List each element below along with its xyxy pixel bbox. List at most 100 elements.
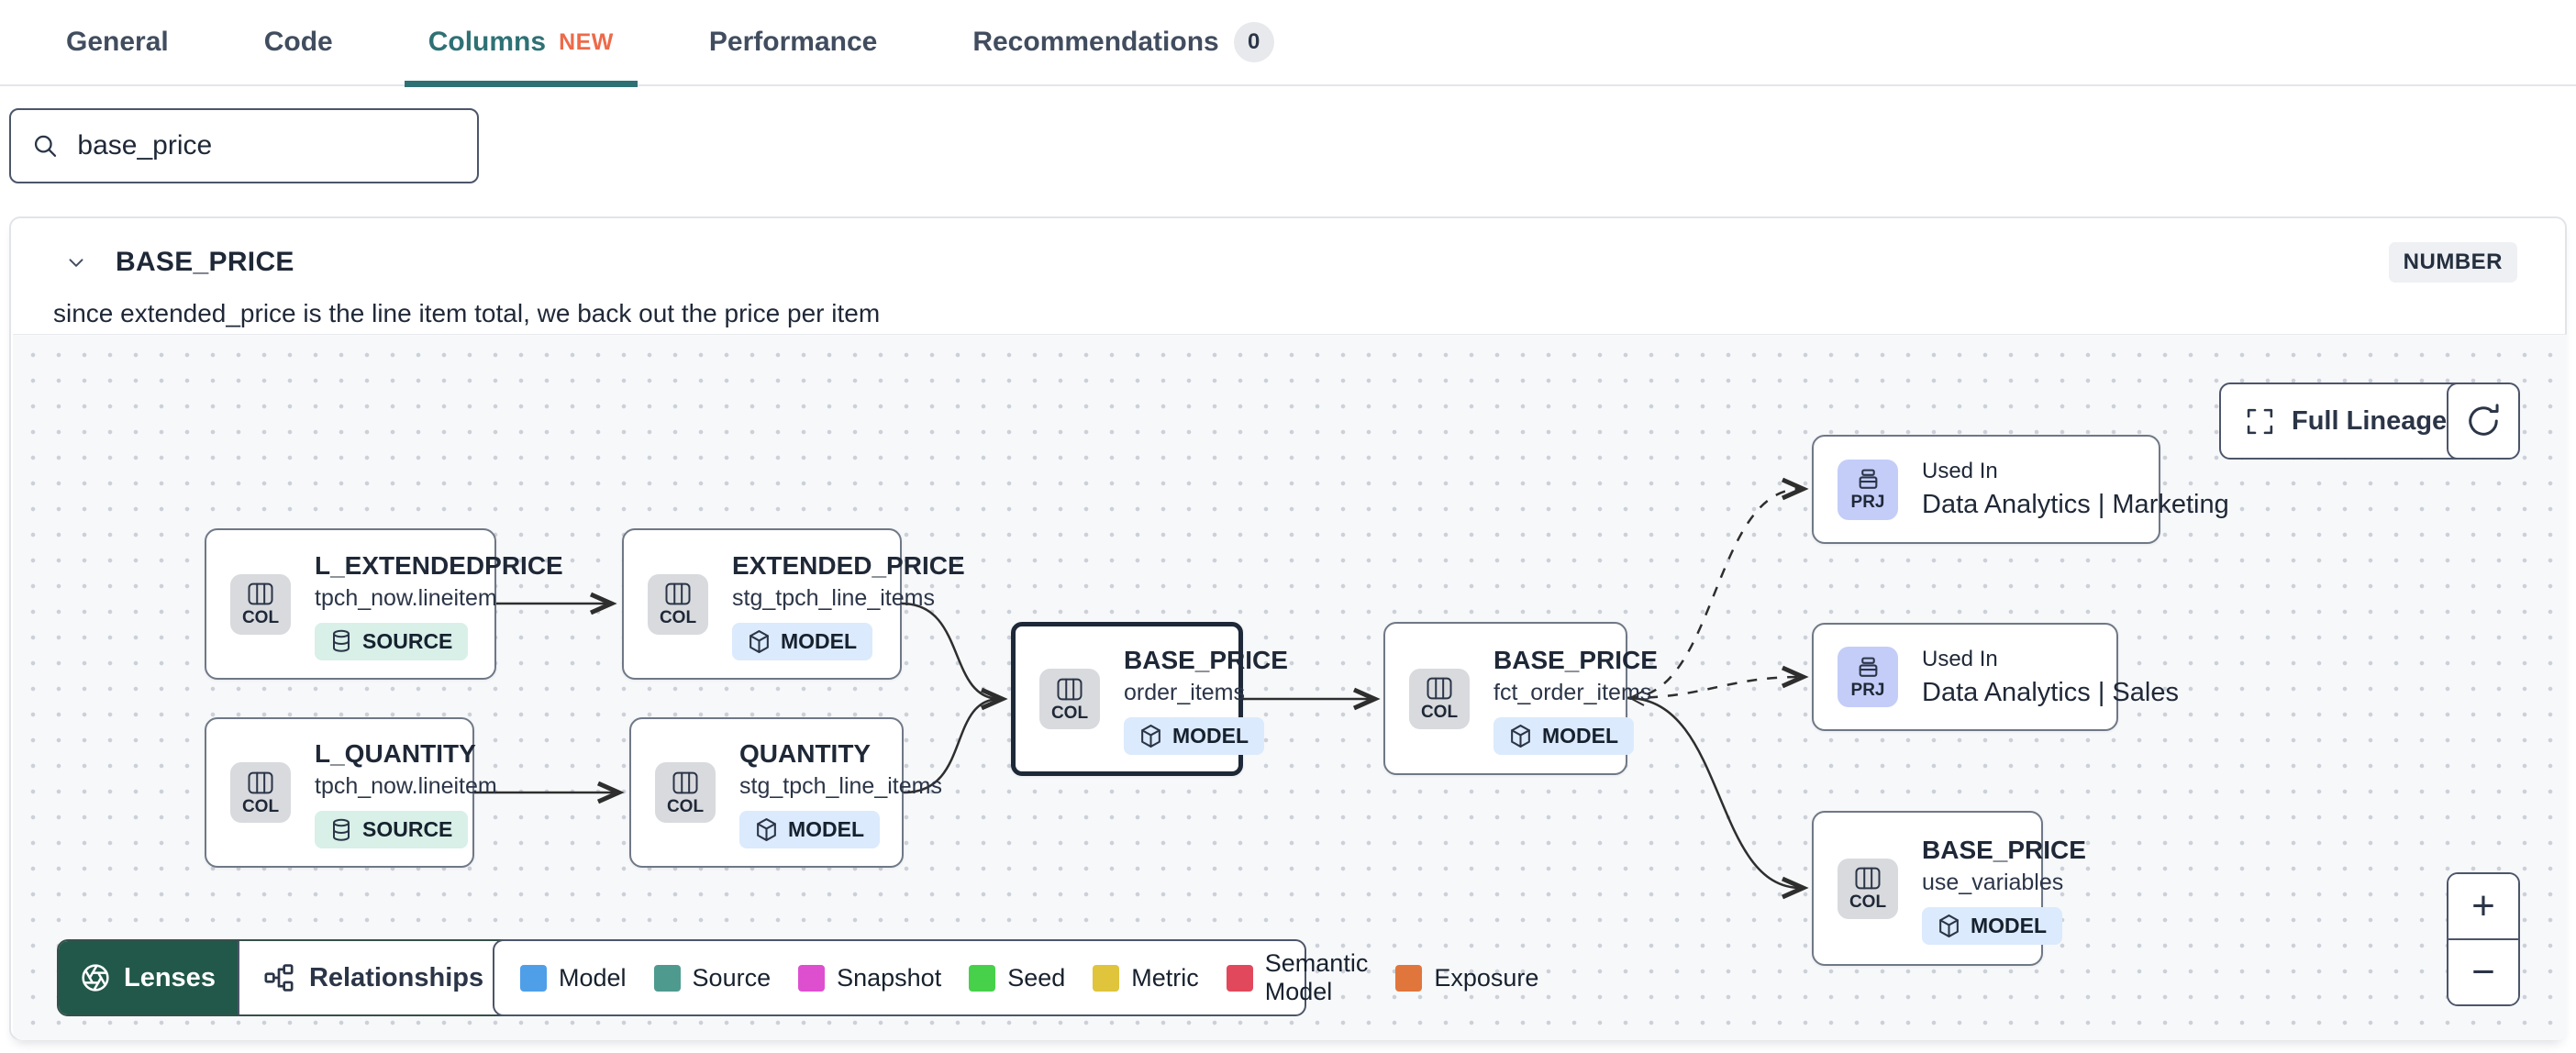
source-badge: SOURCE xyxy=(315,811,469,848)
chevron-down-icon[interactable] xyxy=(64,250,88,274)
tab-general[interactable]: General xyxy=(42,0,193,85)
source-badge: SOURCE xyxy=(315,622,469,660)
legend-item-semantic-model: Semantic Model xyxy=(1226,949,1368,1006)
column-card: BASE_PRICE NUMBER since extended_price i… xyxy=(9,216,2567,1040)
project-name: Data Analytics | Marketing xyxy=(1922,490,2229,519)
node-base-price-use-variables[interactable]: COL BASE_PRICE use_variables MODEL xyxy=(1812,811,2086,966)
node-used-in-sales[interactable]: PRJ Used In Data Analytics | Sales xyxy=(1812,623,2179,731)
project-icon xyxy=(1859,469,1877,489)
column-chip: COL xyxy=(1039,669,1100,729)
columns-icon xyxy=(665,582,691,605)
tab-label: Code xyxy=(263,27,333,57)
legend-swatch xyxy=(1226,964,1253,992)
legend-item-exposure: Exposure xyxy=(1395,964,1538,992)
node-quantity[interactable]: COL QUANTITY stg_tpch_line_items MODEL xyxy=(629,717,942,868)
node-subtitle: fct_order_items xyxy=(1493,679,1652,705)
node-base-price-fct-order-items[interactable]: COL BASE_PRICE fct_order_items MODEL xyxy=(1383,622,1658,775)
model-badge: MODEL xyxy=(1493,716,1635,755)
columns-icon xyxy=(672,771,698,793)
legend-item-source: Source xyxy=(653,964,771,992)
node-used-in-marketing[interactable]: PRJ Used In Data Analytics | Marketing xyxy=(1812,435,2229,544)
column-type-badge: NUMBER xyxy=(2388,242,2517,283)
node-title: BASE_PRICE xyxy=(1922,835,2086,864)
column-chip: COL xyxy=(230,762,291,823)
node-l-extendedprice[interactable]: COL L_EXTENDEDPRICE tpch_now.lineitem SO… xyxy=(205,528,563,680)
count-badge: 0 xyxy=(1233,22,1274,62)
tab-code[interactable]: Code xyxy=(240,0,357,85)
column-chip: COL xyxy=(1838,858,1898,919)
tab-label: Recommendations xyxy=(972,27,1219,57)
columns-icon xyxy=(1427,677,1452,700)
resource-legend: Model Source Snapshot Seed Metric Semant… xyxy=(493,939,1538,1016)
project-chip: PRJ xyxy=(1838,459,1898,520)
node-title: BASE_PRICE xyxy=(1493,645,1658,674)
node-subtitle: tpch_now.lineitem xyxy=(315,773,497,799)
tab-bar: General Code Columns NEW Performance Rec… xyxy=(0,0,2576,87)
relationships-icon xyxy=(264,964,294,992)
node-title: BASE_PRICE xyxy=(1124,646,1288,674)
legend-swatch xyxy=(1395,964,1423,992)
model-badge: MODEL xyxy=(1124,717,1265,755)
zoom-in-button[interactable]: + xyxy=(2448,874,2518,940)
column-name: BASE_PRICE xyxy=(116,247,294,277)
cube-icon xyxy=(749,629,769,653)
used-in-label: Used In xyxy=(1922,459,1998,483)
model-badge: MODEL xyxy=(1922,906,2063,945)
database-icon xyxy=(333,818,350,841)
lenses-button[interactable]: Lenses xyxy=(59,941,238,1014)
node-title: EXTENDED_PRICE xyxy=(732,550,965,580)
zoom-out-button[interactable]: − xyxy=(2448,940,2518,1004)
tab-label: Columns xyxy=(427,27,547,57)
columns-icon xyxy=(1855,867,1881,890)
column-chip: COL xyxy=(1409,668,1470,729)
full-lineage-button[interactable]: Full Lineage xyxy=(2219,382,2473,460)
model-badge: MODEL xyxy=(739,811,881,848)
new-badge: NEW xyxy=(559,28,614,55)
project-icon xyxy=(1859,657,1877,677)
refresh-button[interactable] xyxy=(2447,382,2520,460)
legend-swatch xyxy=(798,964,826,992)
used-in-label: Used In xyxy=(1922,646,1998,671)
search-input[interactable] xyxy=(75,129,457,162)
columns-icon xyxy=(248,771,273,793)
zoom-control: + − xyxy=(2447,872,2520,1006)
model-badge: MODEL xyxy=(732,622,873,660)
cube-icon xyxy=(1511,724,1530,748)
refresh-icon xyxy=(2469,404,2499,436)
legend-item-snapshot: Snapshot xyxy=(798,964,941,992)
aperture-icon xyxy=(82,964,109,992)
column-chip: COL xyxy=(648,573,708,635)
node-subtitle: tpch_now.lineitem xyxy=(315,584,497,611)
cube-icon xyxy=(757,818,776,841)
node-title: QUANTITY xyxy=(739,739,872,768)
expand-icon xyxy=(2247,408,2273,434)
node-l-quantity[interactable]: COL L_QUANTITY tpch_now.lineitem SOURCE xyxy=(205,717,497,868)
columns-icon xyxy=(248,582,273,605)
column-search[interactable] xyxy=(9,108,479,183)
legend-item-metric: Metric xyxy=(1093,964,1199,992)
column-chip: COL xyxy=(230,573,291,635)
legend-swatch xyxy=(969,964,996,992)
node-base-price-order-items[interactable]: COL BASE_PRICE order_items MODEL xyxy=(1011,622,1288,776)
legend-swatch xyxy=(1093,964,1120,992)
lineage-edges xyxy=(474,477,1809,900)
tab-recommendations[interactable]: Recommendations 0 xyxy=(949,0,1297,85)
search-icon xyxy=(34,135,57,157)
node-subtitle: stg_tpch_line_items xyxy=(732,584,935,611)
legend-swatch xyxy=(520,964,547,992)
column-header: BASE_PRICE NUMBER xyxy=(11,233,2565,292)
legend-item-seed: Seed xyxy=(969,964,1065,992)
database-icon xyxy=(333,629,350,652)
legend-item-model: Model xyxy=(520,964,627,992)
column-chip: COL xyxy=(655,762,716,823)
legend-swatch xyxy=(653,964,681,992)
node-extended-price[interactable]: COL EXTENDED_PRICE stg_tpch_line_items M… xyxy=(622,528,965,680)
tab-columns[interactable]: Columns NEW xyxy=(404,0,638,87)
lineage-canvas[interactable]: COL L_EXTENDEDPRICE tpch_now.lineitem SO… xyxy=(13,334,2567,1040)
cube-icon xyxy=(1141,725,1160,748)
column-description: since extended_price is the line item to… xyxy=(53,299,881,327)
project-chip: PRJ xyxy=(1838,647,1898,707)
cube-icon xyxy=(1939,914,1959,937)
tab-performance[interactable]: Performance xyxy=(685,0,901,85)
node-subtitle: stg_tpch_line_items xyxy=(739,773,942,799)
